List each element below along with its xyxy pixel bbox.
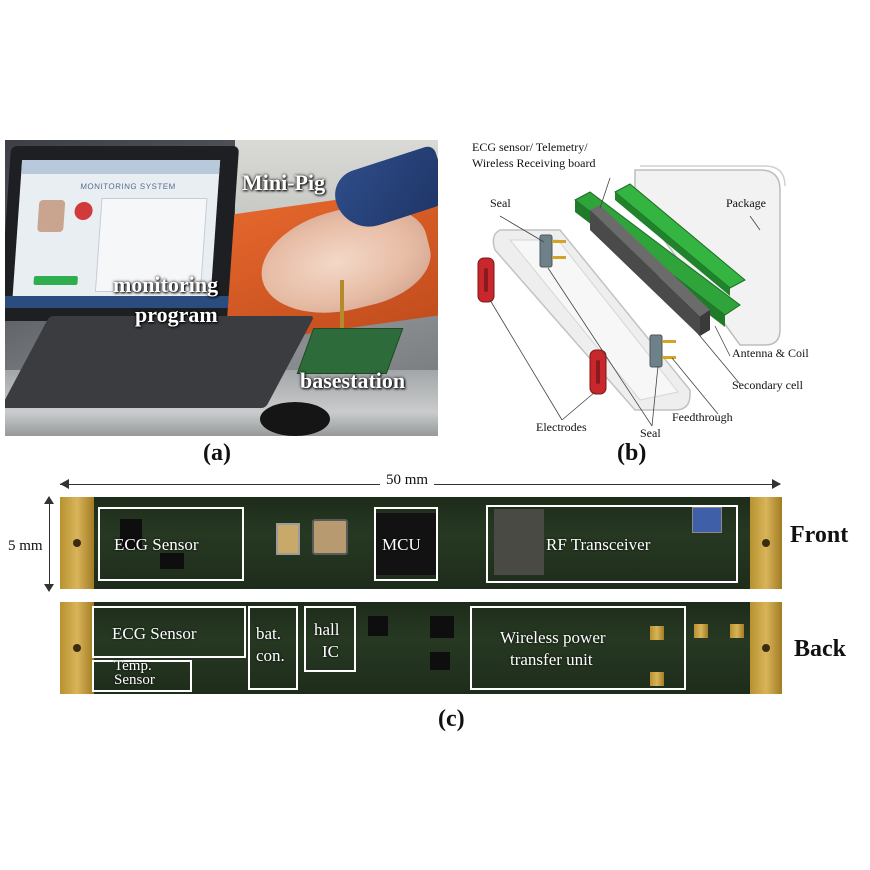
rf-transceiver-box	[486, 505, 738, 583]
bottom-seal	[649, 334, 676, 368]
bat-label-line1: bat.	[256, 624, 282, 643]
arrow-up-icon	[44, 496, 54, 504]
seal-top-label: Seal	[490, 196, 511, 210]
wireless-power-box	[470, 606, 686, 690]
ecg-sensor-label-front: ECG Sensor	[114, 535, 199, 554]
panel-label-b: (b)	[617, 440, 647, 466]
panel-label-c: (c)	[438, 706, 465, 732]
pcb-front: ECG Sensor MCU RF Transceiver	[60, 497, 782, 589]
panel-label-a: (a)	[203, 440, 231, 466]
patient-photo	[37, 200, 66, 232]
basestation-label: basestation	[300, 368, 406, 393]
hall-ic-box	[304, 606, 356, 672]
crystal-component	[276, 523, 300, 555]
leader-lines	[489, 177, 761, 427]
bat-label-line2: con.	[256, 646, 285, 665]
heart-icon	[73, 202, 94, 220]
electrodes	[477, 257, 607, 395]
temp-sensor-box	[92, 660, 192, 692]
ecg-sensor-label-back: ECG Sensor	[112, 624, 197, 643]
arrow-left-icon	[60, 479, 69, 489]
gold-pad-right	[750, 497, 782, 589]
hall-label-line2: IC	[322, 642, 339, 661]
electrodes-label: Electrodes	[536, 420, 587, 434]
laptop-keyboard	[5, 316, 315, 408]
ecg-sensor-box-front	[98, 507, 244, 581]
arrow-right-icon	[772, 479, 781, 489]
battery-connector-box	[248, 606, 298, 690]
gold-pad-left	[60, 497, 94, 589]
gold-pad-left	[60, 602, 94, 694]
coil-pad	[650, 672, 664, 686]
experiment-photo: MONITORING SYSTEM Mini-Pig monitoring pr…	[5, 140, 438, 436]
temp-label-line2: Sensor	[114, 672, 155, 688]
antenna-coil-label: Antenna & Coil	[732, 346, 809, 360]
front-label: Front	[790, 522, 849, 548]
secondary-cell	[590, 205, 710, 336]
mcu-chip	[376, 513, 436, 575]
rf-chip	[494, 509, 544, 575]
arrow-down-icon	[44, 584, 54, 592]
length-label: 50 mm	[380, 472, 435, 489]
board-label-line1: ECG sensor/ Telemetry/	[472, 140, 588, 154]
coil-pad	[694, 624, 708, 638]
screen-title: MONITORING SYSTEM	[79, 182, 177, 191]
feedthrough-label: Feedthrough	[672, 410, 733, 424]
pcb-back: ECG Sensor Temp. Sensor bat. con. hall I…	[60, 602, 782, 694]
wpt-label-line2: transfer unit	[510, 650, 593, 669]
seal-bottom-label: Seal	[640, 426, 661, 440]
ecg-sensor-box-back	[92, 606, 246, 658]
mini-pig-label: Mini-Pig	[242, 170, 326, 195]
board-label-line2: Wireless Receiving board	[472, 156, 596, 170]
coil-pad	[730, 624, 744, 638]
monitoring-label-line1: monitoring	[113, 272, 219, 297]
antenna	[340, 280, 344, 336]
secondary-cell-label: Secondary cell	[732, 378, 803, 392]
monitoring-label-line2: program	[135, 302, 218, 327]
status-bar	[33, 276, 79, 285]
wpt-label-line1: Wireless power	[500, 628, 606, 647]
back-label: Back	[794, 636, 847, 662]
package-label: Package	[726, 196, 766, 210]
top-seal	[539, 234, 566, 268]
coil-pad	[650, 626, 664, 640]
mcu-box	[374, 507, 438, 581]
temp-label-line1: Temp.	[114, 658, 152, 674]
computer-mouse	[260, 402, 330, 436]
hall-label-line1: hall	[314, 620, 340, 639]
width-dimension-line	[49, 500, 50, 590]
mcu-label: MCU	[382, 535, 421, 554]
exploded-view-svg	[477, 165, 786, 427]
oscillator-component	[312, 519, 348, 555]
exploded-package-diagram: ECG sensor/ Telemetry/ Wireless Receivin…	[440, 130, 870, 450]
rf-module	[692, 507, 722, 533]
gold-pad-right	[750, 602, 782, 694]
rf-transceiver-label: RF Transceiver	[546, 535, 651, 554]
width-label: 5 mm	[8, 538, 43, 555]
